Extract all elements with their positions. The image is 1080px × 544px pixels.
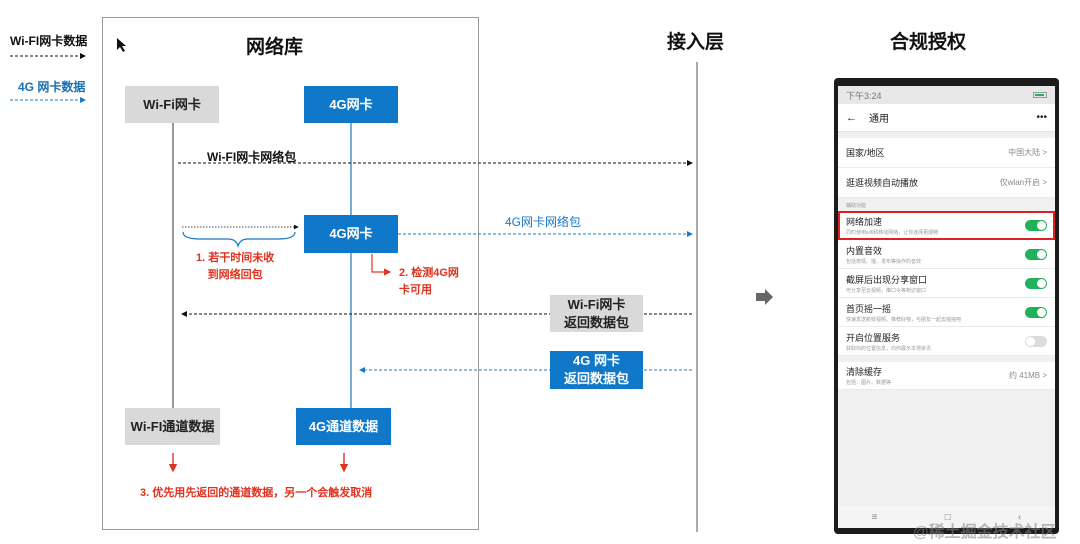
step2-note: 2. 检测4G网 卡可用 (399, 265, 459, 298)
row-title: 内置音效 (846, 245, 883, 256)
row-title: 开启位置服务 (846, 332, 901, 343)
cursor-icon (117, 38, 126, 52)
wifi-return-line2: 返回数据包 (563, 314, 629, 330)
settings-row-region[interactable]: 国家/地区 中国大陆 > (838, 138, 1055, 168)
row-subtitle: 包括：图片、数据等 (846, 380, 892, 386)
settings-row-location[interactable]: 开启位置服务获取你的位置信息，向你展示本地资讯 (838, 327, 1055, 356)
step1-note: 1. 若干时间未收 到网络回包 (196, 250, 274, 283)
wifi-return-line1: Wi-Fi网卡 (567, 296, 626, 312)
row-title: 截屏后出现分享窗口 (846, 274, 928, 285)
row-title: 清除缓存 (846, 367, 883, 377)
row-subtitle: 包括表情、摇、发布等操作的音效 (846, 258, 922, 265)
phone-mockup: 下午3:24 ← 通用 ••• 国家/地区 中国大陆 > 逛逛视频自动播放 仅w… (834, 78, 1059, 534)
status-time: 下午3:24 (846, 90, 882, 101)
row-value: 仅wlan开启 > (999, 178, 1047, 187)
detect-4g-arrow (371, 254, 392, 276)
settings-row-share-window[interactable]: 截屏后出现分享窗口可分享至云视频，推口令等到达窗口 (838, 269, 1055, 298)
network-library-title: 网络库 (246, 37, 304, 58)
4g-packet-label: 4G网卡网络包 (505, 215, 582, 229)
4g-return-box: 4G 网卡 返回数据包 (550, 351, 643, 389)
toggle-switch[interactable] (1025, 248, 1047, 260)
battery-icon (1033, 92, 1047, 98)
toggle-switch[interactable] (1025, 219, 1047, 231)
row-title: 网络加速 (846, 216, 883, 227)
watermark: @稀土掘金技术社区 (913, 524, 1057, 541)
timeout-brace (182, 231, 296, 249)
legend-4g-label: 4G 网卡数据 (18, 80, 86, 94)
settings-row-shake[interactable]: 首页摇一摇快速发送新鲜视频，推荐好物，与朋友一起去摇摇吧 (838, 298, 1055, 327)
row-value: 中国大陆 > (1008, 148, 1047, 157)
row-subtitle: 快速发送新鲜视频，推荐好物，与朋友一起去摇摇吧 (846, 316, 962, 323)
settings-row-clear-cache[interactable]: 清除缓存包括：图片、数据等 约 41MB > (838, 362, 1055, 390)
row-value: 约 41MB > (1008, 371, 1047, 380)
toggle-switch[interactable] (1025, 306, 1047, 318)
step1-line1: 1. 若干时间未收 (196, 252, 275, 264)
step2-line1: 2. 检测4G网 (399, 267, 459, 279)
wifi-channel-box: Wi-FI通道数据 (125, 408, 220, 445)
step2-line2: 卡可用 (399, 283, 432, 296)
step3-note: 3. 优先用先返回的通道数据，另一个会触发取消 (140, 487, 373, 499)
row-title: 首页摇一摇 (846, 303, 892, 314)
row-subtitle: 同时使用wifi和移动网络，让你连网更顺畅 (846, 229, 939, 236)
4g-card-box-mid: 4G网卡 (304, 215, 398, 253)
row-title: 逛逛视频自动播放 (846, 178, 919, 188)
wifi-return-box: Wi-Fi网卡 返回数据包 (550, 295, 643, 332)
row-title: 国家/地区 (846, 148, 885, 158)
compliance-title: 合规授权 (890, 32, 967, 53)
4g-return-line1: 4G 网卡 (573, 353, 620, 369)
menu-icon[interactable]: ≡ (871, 511, 878, 523)
phone-navbar: ≡ □ ‹ (838, 506, 1055, 528)
phone-appbar: ← 通用 ••• (838, 104, 1055, 132)
step1-line2: 到网络回包 (207, 268, 263, 281)
back-icon[interactable]: ‹ (1018, 511, 1022, 523)
settings-row-sound[interactable]: 内置音效包括表情、摇、发布等操作的音效 (838, 240, 1055, 269)
section-label: 辅助功能 (846, 203, 867, 209)
row-subtitle: 获取你的位置信息，向你展示本地资讯 (846, 345, 932, 352)
4g-return-line2: 返回数据包 (563, 371, 629, 386)
phone-screen: 下午3:24 ← 通用 ••• 国家/地区 中国大陆 > 逛逛视频自动播放 仅w… (838, 86, 1055, 528)
home-icon[interactable]: □ (944, 511, 951, 523)
flow-arrow-icon (756, 289, 773, 305)
wifi-packet-label: Wi-FI网卡网络包 (207, 150, 297, 164)
row-subtitle: 可分享至云视频，推口令等到达窗口 (846, 287, 927, 294)
phone-statusbar: 下午3:24 (838, 86, 1055, 104)
access-layer-title: 接入层 (667, 32, 725, 53)
toggle-switch[interactable] (1025, 277, 1047, 289)
more-icon[interactable]: ••• (1036, 112, 1047, 123)
appbar-title: 通用 (869, 114, 889, 125)
settings-row-network-accel[interactable]: 网络加速同时使用wifi和移动网络，让你连网更顺畅 (838, 211, 1055, 240)
4g-channel-box: 4G通道数据 (296, 408, 391, 445)
network-library-frame (102, 17, 479, 530)
back-arrow-icon[interactable]: ← (846, 111, 857, 124)
toggle-switch[interactable] (1025, 335, 1047, 347)
wifi-card-box: Wi-Fi网卡 (125, 86, 219, 123)
legend-wifi-label: Wi-FI网卡数据 (10, 34, 88, 48)
4g-card-box-top: 4G网卡 (304, 86, 398, 123)
settings-row-autoplay[interactable]: 逛逛视频自动播放 仅wlan开启 > (838, 168, 1055, 198)
